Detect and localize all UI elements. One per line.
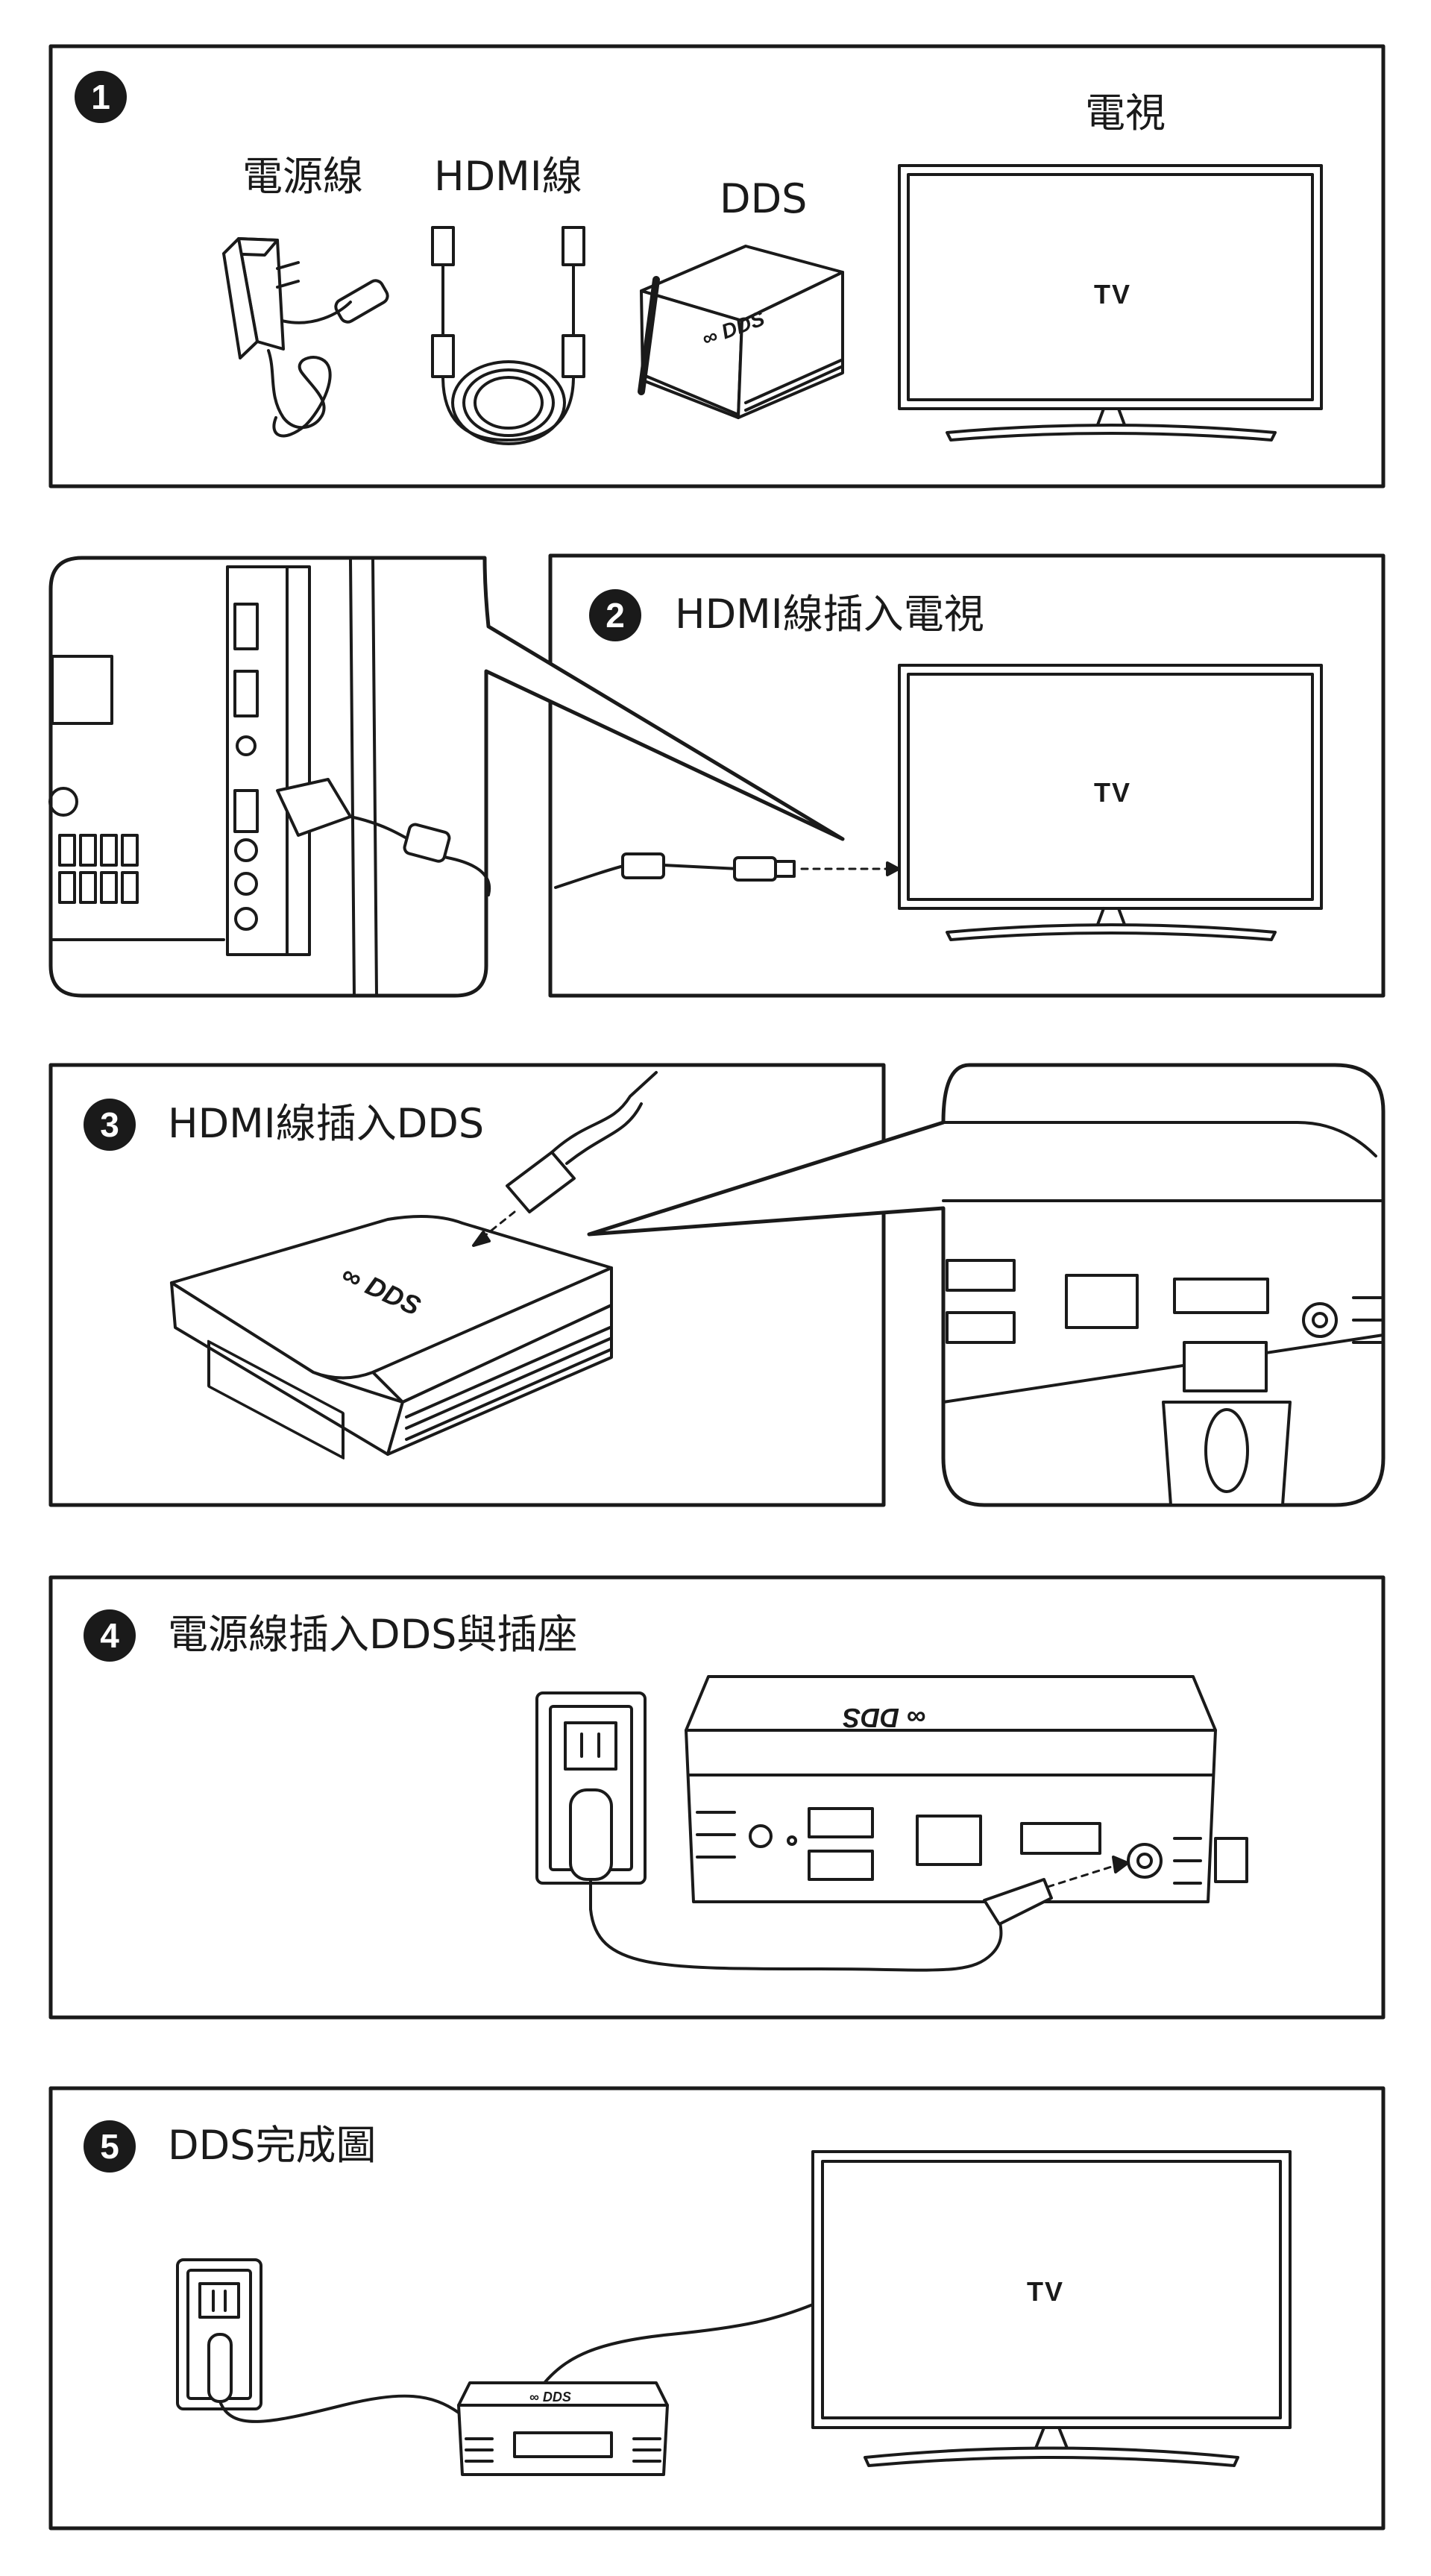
panel-2-frame xyxy=(548,553,1386,998)
step-2-title: HDMI線插入電視 xyxy=(675,591,984,638)
tv-illustration-1 xyxy=(898,164,1323,442)
tv-title-label: 電視 xyxy=(1085,89,1166,136)
step-1-badge: 1 xyxy=(75,71,127,123)
dds-box-illustration xyxy=(638,245,844,419)
step-4-title: 電源線插入DDS與插座 xyxy=(168,1611,578,1658)
hdmi-cable-illustration xyxy=(431,226,585,445)
step-3-title: HDMI線插入DDS xyxy=(168,1100,485,1147)
tv-illustration-5 xyxy=(811,2150,1292,2467)
tv-screen-text-2: TV xyxy=(1094,777,1132,808)
step-3-badge: 3 xyxy=(84,1099,136,1151)
power-adapter-illustration xyxy=(222,237,389,438)
step-5-badge: 5 xyxy=(84,2120,136,2173)
step-4-badge: 4 xyxy=(84,1609,136,1662)
step-5-title: DDS完成圖 xyxy=(168,2122,377,2169)
step-2-badge: 2 xyxy=(589,589,641,641)
wall-outlet-5 xyxy=(176,2258,262,2410)
dds-logo-5: ∞ DDS xyxy=(529,2390,571,2404)
panel-4-frame xyxy=(48,1575,1386,2020)
tv-screen-text-1: TV xyxy=(1094,279,1132,310)
power-cord-label: 電源線 xyxy=(242,153,363,200)
dds-box-small xyxy=(457,2381,669,2476)
panel-1-frame xyxy=(48,44,1386,489)
power-cable-5 xyxy=(218,2394,460,2423)
dds-logo-4: ∞ DDS xyxy=(843,1703,926,1733)
power-cable-4 xyxy=(589,1856,1129,1972)
hdmi-plug-to-dds xyxy=(472,1071,658,1247)
dds-ports-closeup xyxy=(587,1063,1386,1507)
tv-port-closeup xyxy=(48,556,845,998)
dds-box-large xyxy=(170,1215,613,1460)
dds-box-rear-view xyxy=(685,1675,1248,1903)
hdmi-cable-to-tv xyxy=(554,852,900,889)
hdmi-cable-label: HDMI線 xyxy=(434,153,582,200)
hdmi-cable-5 xyxy=(543,2303,814,2384)
panel-5-frame xyxy=(48,2086,1386,2531)
wall-outlet-4 xyxy=(535,1691,647,1911)
panel-3-frame xyxy=(48,1063,886,1507)
tv-illustration-2 xyxy=(898,664,1323,941)
tv-screen-text-5: TV xyxy=(1027,2276,1065,2307)
dds-label: DDS xyxy=(720,175,808,222)
